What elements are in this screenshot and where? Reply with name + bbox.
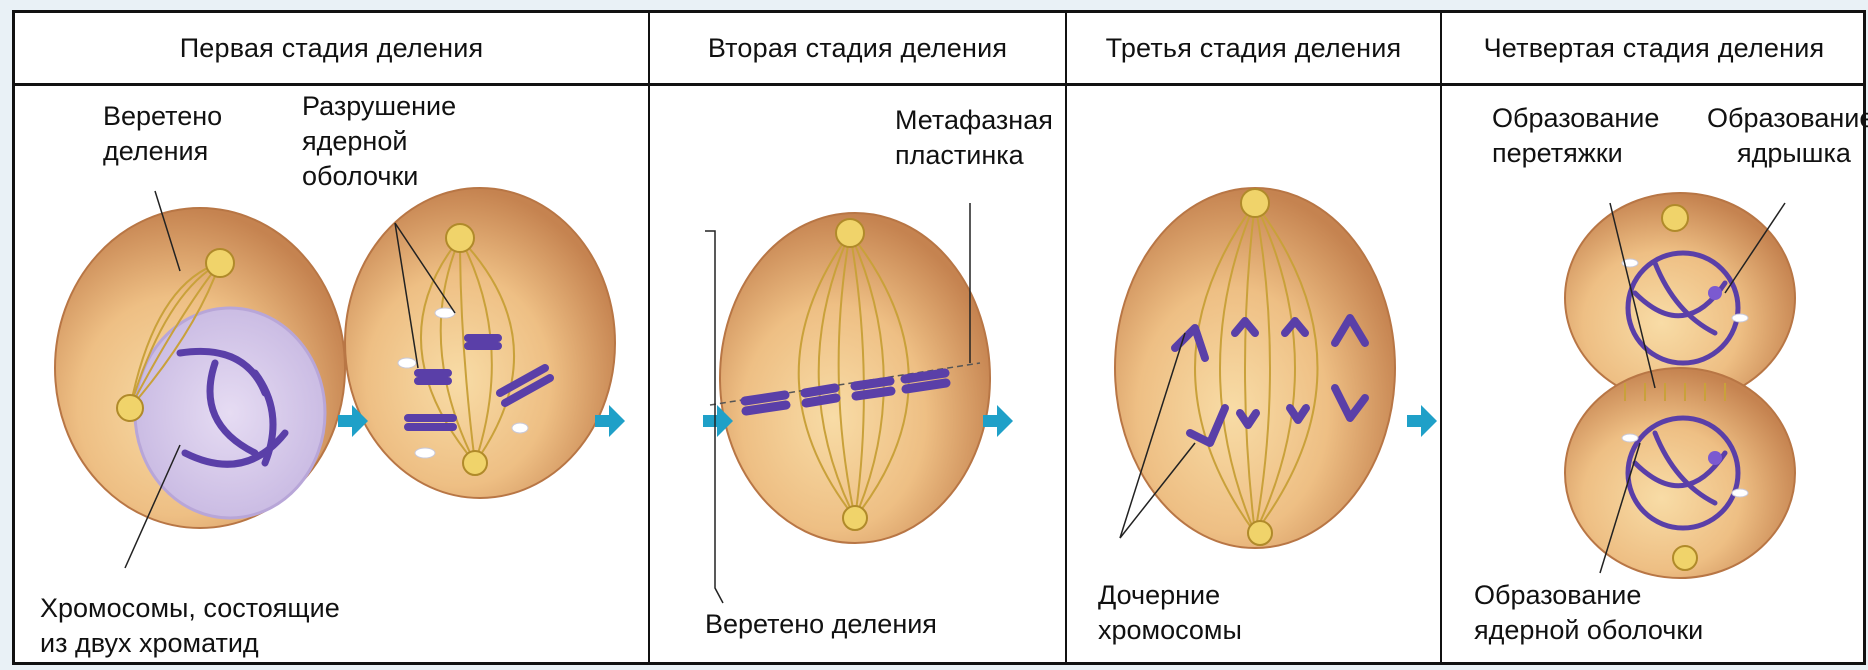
label-daughter-line1: Дочерние (1098, 578, 1220, 612)
label-envelope-break-line3: оболочки (302, 159, 418, 193)
label-new-envelope-line1: Образование (1474, 578, 1641, 612)
label-nucleolus-line2: ядрышка (1737, 136, 1851, 170)
label-spindle-2: Веретено деления (705, 607, 937, 641)
label-daughter-line2: хромосомы (1098, 613, 1242, 647)
label-envelope-break-line1: Разрушение (302, 89, 456, 123)
cell-telophase (1565, 193, 1795, 578)
cell-metaphase (710, 213, 990, 543)
label-constriction-line1: Образование (1492, 101, 1659, 135)
label-envelope-break-line2: ядерной (302, 124, 407, 158)
label-spindle-1-line1: Веретено (103, 99, 222, 133)
label-new-envelope-line2: ядерной оболочки (1474, 613, 1703, 647)
cell-prophase-early (55, 208, 345, 528)
label-chromosomes-line1: Хромосомы, состоящие (40, 591, 340, 625)
mitosis-diagram: Первая стадия деления Вторая стадия деле… (12, 10, 1866, 665)
label-metaphase-line2: пластинка (895, 138, 1024, 172)
label-constriction-line2: перетяжки (1492, 136, 1623, 170)
cell-anaphase (1115, 188, 1395, 548)
label-spindle-1-line2: деления (103, 134, 208, 168)
label-metaphase-line1: Метафазная (895, 103, 1053, 137)
label-chromosomes-line2: из двух хроматид (40, 626, 259, 660)
cell-prophase-late (345, 188, 615, 498)
label-nucleolus-line1: Образование (1707, 101, 1868, 135)
